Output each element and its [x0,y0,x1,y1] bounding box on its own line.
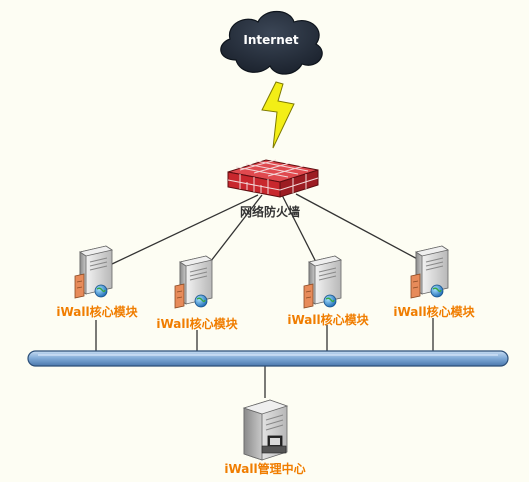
cloud-icon: Internet [220,10,323,75]
module-4: iWall核心模块 [393,245,476,319]
link-firewall-module-1 [111,194,259,265]
management-center: iWall管理中心 [224,399,306,476]
network-bus [27,350,509,367]
management-label: iWall管理中心 [224,461,305,476]
server-icon [74,245,113,299]
module-2: iWall核心模块 [156,255,239,331]
module-3-label: iWall核心模块 [287,312,369,327]
server-icon [410,245,449,299]
connection-lines [95,193,434,398]
module-3: iWall核心模块 [287,255,370,327]
link-firewall-module-2 [203,194,263,271]
link-firewall-module-4 [295,193,424,263]
firewall-label: 网络防火墙 [240,204,300,219]
module-1: iWall核心模块 [56,245,139,319]
module-4-label: iWall核心模块 [393,304,475,319]
server-icon [174,255,213,309]
link-firewall-module-3 [281,194,321,271]
internet-label: Internet [243,33,298,47]
lightning-icon [261,81,295,149]
server-icon [303,255,342,309]
module-2-label: iWall核心模块 [156,316,238,331]
workstation-icon [242,399,289,461]
firewall-icon: 网络防火墙 [227,159,319,219]
module-1-label: iWall核心模块 [56,304,138,319]
